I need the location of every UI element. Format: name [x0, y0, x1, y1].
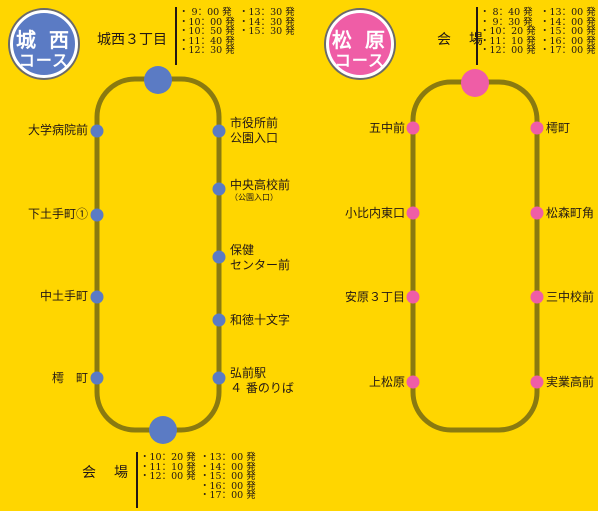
jousei-origin-times-2: ・13：30 発 ・14：30 発 ・15：30 発	[239, 7, 295, 38]
matsubara-badge-subtitle: コース	[334, 51, 386, 70]
jousei-stop-daigakubyoin: 大学病院前	[27, 123, 88, 137]
matsubara-route-line	[410, 79, 540, 433]
matsubara-times-1: ・ 8：40 発 ・ 9：30 発 ・10：20 発 ・11：10 発 ・12：…	[480, 7, 536, 57]
jousei-stop-chuokoko-sub: （公園入口）	[230, 193, 278, 202]
matsubara-stop-jitsugyo: 実業高前	[546, 375, 595, 389]
matsubara-venue-bar	[476, 7, 478, 65]
jousei-stop-shiyakusho: 市役所前 公園入口	[230, 116, 278, 146]
matsubara-course-badge: 松 原 コース	[326, 10, 394, 78]
matsubara-stop-marker-left-2	[406, 290, 420, 304]
matsubara-stop-kamimatsubara: 上松原	[368, 375, 405, 389]
jousei-venue-times-1: ・10：20 発 ・11：10 発 ・12：00 発	[140, 452, 196, 483]
matsubara-stop-marker-left-1	[406, 206, 420, 220]
jousei-badge-subtitle: コース	[18, 51, 70, 70]
jousei-stop-hoken-line2: センター前	[230, 258, 291, 272]
jousei-stop-watokujumonji: 和徳十文字	[230, 313, 291, 327]
matsubara-stop-marker-right-3	[530, 375, 544, 389]
jousei-stop-shimodotemachi: 下土手町①	[27, 207, 88, 221]
matsubara-stop-gochu: 五中前	[368, 121, 405, 135]
matsubara-stop-sanchu: 三中校前	[546, 290, 595, 304]
matsubara-venue-label: 会 場	[437, 32, 485, 48]
jousei-stop-ouchimachi: 樗 町	[51, 371, 88, 385]
matsubara-stop-marker-left-0	[406, 121, 420, 135]
jousei-stop-shiyakusho-line2: 公園入口	[230, 131, 279, 145]
matsubara-stop-marker-right-2	[530, 290, 544, 304]
matsubara-stop-ouchimachi: 樗町	[546, 121, 571, 135]
jousei-origin-bar	[175, 7, 177, 65]
matsubara-stop-yasuhara: 安原３丁目	[344, 290, 405, 304]
jousei-stop-chuokoko: 中央高校前 （公園入口）	[230, 178, 290, 203]
jousei-stop-marker-right-1	[212, 182, 226, 196]
jousei-stop-chuokoko-name: 中央高校前	[230, 178, 291, 192]
matsubara-stop-matsumorimachikado: 松森町角	[546, 206, 595, 220]
jousei-stop-hirosakieki-line1: 弘前駅	[230, 366, 267, 380]
jousei-route-line	[94, 76, 222, 433]
jousei-stop-marker-left-3	[90, 371, 104, 385]
matsubara-venue-marker	[461, 69, 489, 97]
jousei-stop-marker-right-3	[212, 313, 226, 327]
jousei-origin-times-1: ・ 9：00 発 ・10：00 発 ・10：50 発 ・11：40 発 ・12：…	[179, 7, 235, 57]
matsubara-badge-title: 松 原	[332, 28, 388, 52]
jousei-stop-shiyakusho-line1: 市役所前	[230, 116, 279, 130]
jousei-origin-label: 城西３丁目	[97, 32, 167, 48]
jousei-origin-marker	[144, 66, 172, 94]
matsubara-stop-marker-right-1	[530, 206, 544, 220]
jousei-stop-hoken: 保健 センター前	[230, 243, 290, 273]
matsubara-stop-marker-left-3	[406, 375, 420, 389]
jousei-stop-nakadotemachi: 中土手町	[39, 289, 88, 303]
jousei-venue-marker	[149, 416, 177, 444]
jousei-stop-marker-left-2	[90, 290, 104, 304]
jousei-course-badge: 城 西 コース	[10, 10, 78, 78]
jousei-stop-marker-left-1	[90, 208, 104, 222]
jousei-stop-marker-right-0	[212, 124, 226, 138]
jousei-stop-hirosakieki: 弘前駅 ４ 番のりば	[230, 366, 294, 396]
jousei-stop-marker-right-4	[212, 371, 226, 385]
jousei-badge-title: 城 西	[16, 28, 72, 52]
jousei-stop-marker-right-2	[212, 250, 226, 264]
jousei-venue-label: 会 場	[82, 465, 130, 481]
matsubara-stop-marker-right-0	[530, 121, 544, 135]
jousei-stop-hoken-line1: 保健	[230, 243, 255, 257]
jousei-venue-bar	[136, 452, 138, 508]
matsubara-times-2: ・13：00 発 ・14：00 発 ・15：00 発 ・16：00 発 ・17：…	[540, 7, 596, 57]
jousei-stop-marker-left-0	[90, 124, 104, 138]
matsubara-stop-kohinai: 小比内東口	[344, 206, 405, 220]
jousei-stop-hirosakieki-line2: ４ 番のりば	[230, 381, 294, 395]
jousei-venue-times-2: ・13：00 発 ・14：00 発 ・15：00 発 ・16：00 発 ・17：…	[200, 452, 256, 502]
